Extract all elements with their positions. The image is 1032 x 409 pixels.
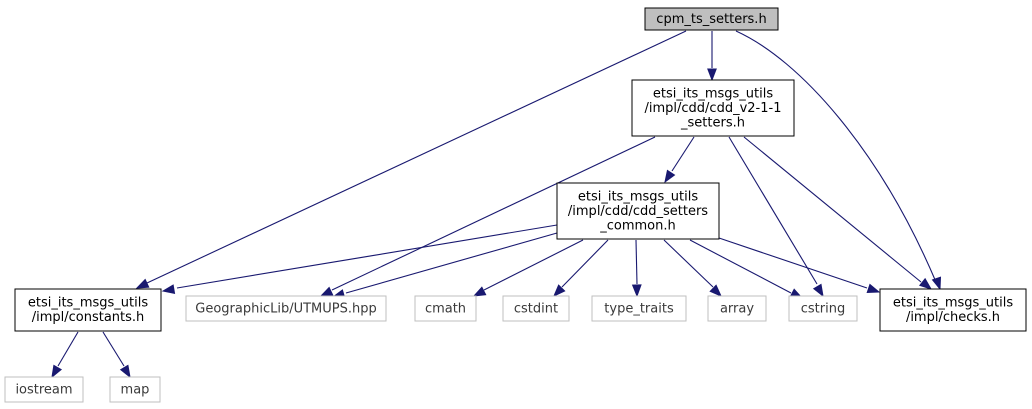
edge-cdd_common-to-checks-line — [718, 237, 868, 289]
edge-cdd_common-to-cmath-line — [483, 239, 584, 291]
node-type_traits-label-line: type_traits — [604, 301, 674, 316]
edge-cdd_common-to-cmath-arrowhead — [472, 286, 487, 297]
node-cmath[interactable]: cmath — [414, 295, 477, 322]
edge-cdd_common-to-cstring — [689, 239, 804, 299]
node-array[interactable]: array — [707, 295, 767, 322]
node-iostream-box — [4, 376, 84, 403]
node-cdd_common-label-line: /impl/cdd/cdd_setters — [568, 204, 708, 219]
node-cstring[interactable]: cstring — [788, 295, 858, 322]
edge-cdd_common-to-cstdint-arrowhead — [553, 284, 566, 298]
node-array-label-line: array — [720, 301, 754, 316]
node-cstdint-label-line: cstdint — [514, 301, 558, 316]
node-type_traits[interactable]: type_traits — [591, 295, 687, 322]
edge-cdd_v2-to-checks-line — [743, 136, 922, 283]
node-cmath-label-line: cmath — [425, 301, 466, 316]
edge-cdd_v2-to-cdd_common-arrowhead — [664, 169, 676, 184]
edge-root-to-constants-line — [146, 30, 687, 284]
node-root[interactable]: cpm_ts_setters.h — [644, 7, 779, 31]
node-cdd_common[interactable]: etsi_its_msgs_utils/impl/cdd/cdd_setters… — [556, 182, 720, 240]
node-type_traits-box — [591, 295, 687, 322]
node-map-box — [109, 376, 161, 403]
edge-cdd_common-to-cstring-line — [689, 239, 792, 294]
edges-layer — [51, 30, 942, 379]
edge-root-to-checks — [735, 30, 942, 291]
edge-root-to-checks-arrowhead — [931, 276, 942, 291]
edge-cdd_common-to-array-arrowhead — [709, 284, 722, 297]
edge-cdd_common-to-cstdint-line — [561, 239, 609, 288]
node-checks-label-line: etsi_its_msgs_utils — [893, 296, 1013, 311]
edge-root-to-constants — [135, 30, 687, 289]
node-constants-label-line: /impl/constants.h — [32, 310, 145, 325]
edge-cdd_common-to-cmath — [472, 239, 584, 297]
edge-cdd_common-to-type_traits-line — [635, 239, 638, 285]
node-cstdint-box — [502, 295, 570, 322]
node-utmups[interactable]: GeographicLib/UTMUPS.hpp — [185, 295, 387, 322]
node-cdd_v2[interactable]: etsi_its_msgs_utils/impl/cdd/cdd_v2-1-1_… — [631, 79, 795, 137]
node-cstring-label-line: cstring — [801, 301, 845, 316]
edge-root-to-cdd_v2-arrowhead — [707, 68, 717, 82]
node-cdd_common-label-line: _common.h — [599, 218, 676, 233]
edge-cdd_v2-to-utmups-line — [331, 136, 656, 291]
node-cdd_v2-box — [631, 79, 795, 137]
node-cmath-box — [414, 295, 477, 322]
node-root-box — [644, 7, 779, 31]
edge-root-to-checks-line — [735, 30, 937, 283]
edge-cdd_common-to-type_traits — [631, 239, 642, 298]
edge-cdd_common-to-constants-arrowhead — [161, 284, 176, 294]
edge-root-to-constants-arrowhead — [135, 278, 150, 289]
node-constants-label-line: etsi_its_msgs_utils — [28, 296, 148, 311]
node-checks-box — [879, 288, 1027, 332]
node-constants-box — [14, 288, 162, 332]
edge-cdd_common-to-array-line — [663, 239, 714, 288]
edge-cdd_common-to-cstdint — [553, 239, 609, 298]
edge-cdd_v2-to-cdd_common-line — [671, 136, 695, 172]
node-iostream[interactable]: iostream — [4, 376, 84, 403]
node-checks-label-line: /impl/checks.h — [906, 310, 1000, 325]
node-iostream-label-line: iostream — [15, 382, 72, 397]
node-root-label-line: cpm_ts_setters.h — [656, 12, 766, 27]
node-checks[interactable]: etsi_its_msgs_utils/impl/checks.h — [879, 288, 1027, 332]
edge-cdd_v2-to-cdd_common — [664, 136, 695, 184]
edge-cdd_v2-to-cstring-line — [728, 136, 818, 285]
edge-cdd_v2-to-utmups-arrowhead — [319, 286, 334, 297]
node-cdd_common-box — [556, 182, 720, 240]
nodes-layer: cpm_ts_setters.h etsi_its_msgs_utils/impl… — [4, 7, 1027, 403]
edge-cdd_common-to-constants-line — [176, 224, 558, 289]
node-cstring-box — [788, 295, 858, 322]
edge-constants-to-iostream-line — [57, 331, 79, 367]
edge-constants-to-iostream — [51, 331, 79, 379]
node-cdd_common-label-line: etsi_its_msgs_utils — [578, 189, 698, 204]
node-utmups-box — [185, 295, 387, 322]
node-cdd_v2-label-line: etsi_its_msgs_utils — [653, 86, 773, 101]
edge-cdd_common-to-array — [663, 239, 722, 297]
edge-cdd_v2-to-checks-arrowhead — [918, 277, 933, 290]
node-cstdint[interactable]: cstdint — [502, 295, 570, 322]
node-array-box — [707, 295, 767, 322]
edge-root-to-cdd_v2 — [707, 31, 717, 82]
node-cdd_v2-label-line: /impl/cdd/cdd_v2-1-1 — [645, 101, 782, 116]
node-constants[interactable]: etsi_its_msgs_utils/impl/constants.h — [14, 288, 162, 332]
edge-cdd_v2-to-checks — [743, 136, 933, 290]
edge-cdd_common-to-type_traits-arrowhead — [631, 284, 642, 298]
edge-constants-to-iostream-arrowhead — [51, 364, 63, 379]
edge-constants-to-map-arrowhead — [119, 364, 131, 379]
edge-constants-to-map — [102, 331, 131, 379]
node-utmups-label-line: GeographicLib/UTMUPS.hpp — [195, 301, 376, 316]
edge-cdd_common-to-constants — [161, 224, 558, 294]
edge-cdd_common-to-checks — [718, 237, 881, 293]
edge-constants-to-map-line — [102, 331, 125, 367]
node-map-label-line: map — [121, 382, 150, 397]
edge-cdd_common-to-utmups-line — [345, 232, 558, 294]
edge-cdd_common-to-utmups — [331, 232, 558, 299]
edge-cdd_v2-to-cstring-arrowhead — [812, 283, 824, 298]
edge-cdd_common-to-checks-arrowhead — [866, 283, 881, 293]
edge-cdd_v2-to-cstring — [728, 136, 824, 298]
node-cdd_v2-label-line: _setters.h — [680, 115, 745, 130]
node-map[interactable]: map — [109, 376, 161, 403]
edge-cdd_v2-to-utmups — [319, 136, 656, 297]
